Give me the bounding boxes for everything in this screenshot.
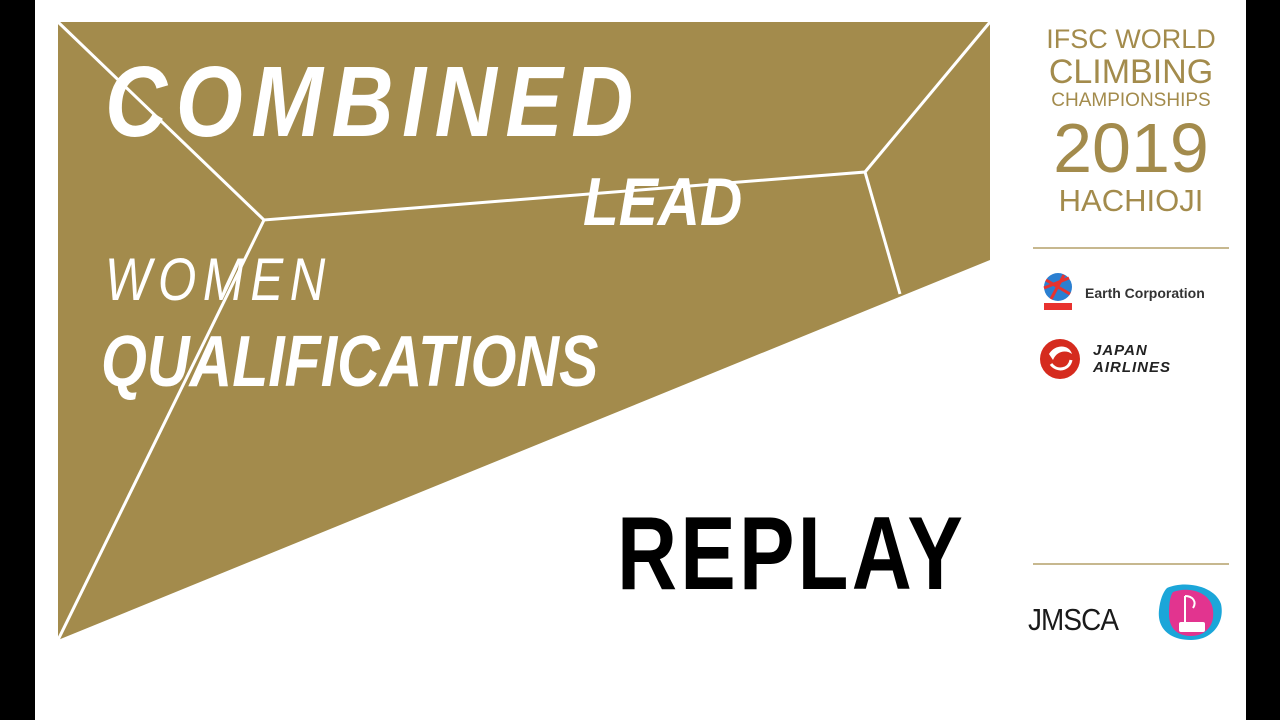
- earth-corporation-name: Earth Corporation: [1085, 285, 1205, 301]
- jal-name-line-1: JAPAN: [1093, 342, 1148, 359]
- divider-bottom: [1033, 563, 1229, 565]
- category-heading: WOMEN: [105, 246, 332, 313]
- event-line-1: IFSC WORLD: [1046, 24, 1216, 54]
- sponsor-earth: Earth Corporation: [1039, 272, 1205, 314]
- round-heading: QUALIFICATIONS: [101, 322, 599, 402]
- sponsor-jal: JAPAN AIRLINES: [1039, 338, 1171, 380]
- event-year: 2019: [1053, 109, 1209, 187]
- ifsc-logo-icon: [1158, 584, 1222, 640]
- gold-banner: [56, 20, 992, 641]
- replay-label: REPLAY: [617, 496, 967, 612]
- jal-name: JAPAN AIRLINES: [1093, 342, 1171, 376]
- jmsca-logo: JMSCA: [1028, 602, 1119, 637]
- event-line-2: CLIMBING: [1048, 53, 1214, 91]
- discipline-heading: LEAD: [583, 164, 743, 240]
- jal-name-line-2: AIRLINES: [1093, 359, 1172, 376]
- jal-crane-icon: [1040, 339, 1080, 379]
- divider-top: [1033, 247, 1229, 249]
- event-line-3: CHAMPIONSHIPS: [1051, 90, 1211, 111]
- combined-heading: COMBINED: [105, 46, 643, 158]
- event-logo: IFSC WORLD CLIMBING CHAMPIONSHIPS 2019 H…: [1033, 24, 1229, 218]
- title-card: COMBINED LEAD WOMEN QUALIFICATIONS REPLA…: [35, 0, 1246, 720]
- event-city: HACHIOJI: [1058, 183, 1204, 218]
- gold-panel: [58, 22, 990, 640]
- earth-globe-icon: [1043, 273, 1072, 310]
- wall-lines: [56, 20, 992, 641]
